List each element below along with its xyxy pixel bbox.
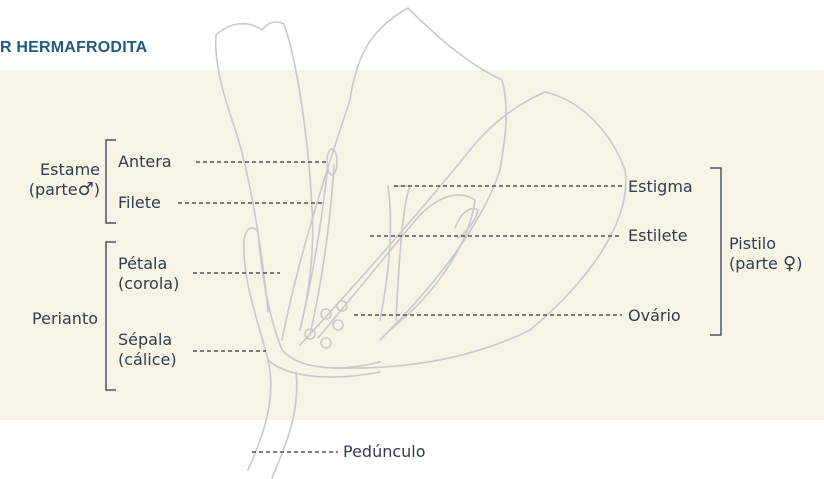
label-sepala: Sépala (cálice)	[118, 330, 177, 370]
receptacle	[268, 350, 380, 377]
label-antera: Antera	[118, 152, 172, 172]
label-estigma: Estigma	[628, 177, 693, 197]
bracket-pistilo	[710, 168, 721, 335]
label-estilete: Estilete	[628, 226, 688, 246]
male-symbol-icon: ♂	[78, 179, 94, 200]
petal-center	[282, 8, 506, 340]
bracket-perianto	[106, 242, 116, 390]
pistil-style	[380, 186, 410, 320]
label-petala: Pétala (corola)	[118, 254, 179, 294]
sepal	[244, 228, 282, 360]
ovule	[321, 338, 331, 348]
label-ovario: Ovário	[628, 306, 681, 326]
petal-right	[300, 92, 626, 368]
group-label-perianto: Perianto	[0, 309, 98, 329]
female-symbol-icon: ♀	[783, 253, 796, 274]
group-label-pistilo: Pistilo (parte ♀)	[729, 234, 802, 274]
label-filete: Filete	[118, 193, 161, 213]
label-peduncula: Pedúnculo	[343, 442, 426, 462]
bracket-estame	[106, 140, 116, 223]
group-label-estame: Estame (parte♂)	[0, 160, 100, 200]
peduncle	[248, 360, 297, 478]
ovule	[333, 320, 343, 330]
